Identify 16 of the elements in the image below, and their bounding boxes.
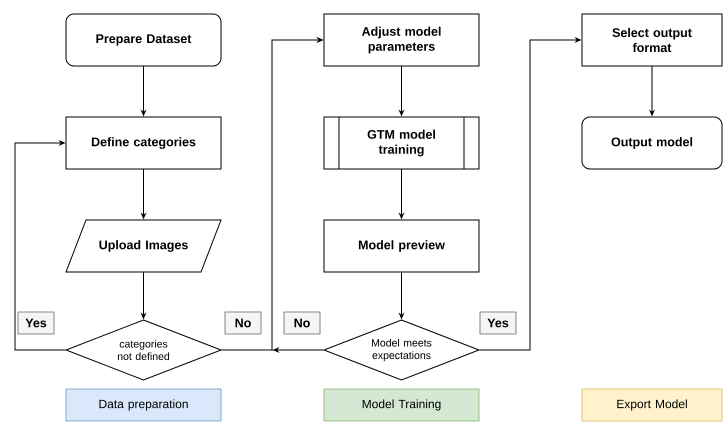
edge-label: No: [224, 312, 262, 334]
edge-label: No: [284, 312, 320, 334]
process-box: Adjust model parameters: [324, 14, 480, 66]
process-box: Model preview: [324, 220, 480, 272]
terminal-box: Prepare Dataset: [66, 14, 222, 66]
process-box: Define categories: [66, 116, 222, 170]
edge-label: Yes: [480, 312, 516, 334]
lane-label: Export Model: [582, 388, 722, 422]
process-box: Select output format: [582, 14, 722, 66]
edge-label: Yes: [18, 312, 54, 334]
lane-label: Model Training: [324, 388, 480, 422]
subprocess-box: GTM model training: [324, 116, 480, 170]
arrow: [14, 140, 66, 350]
lane-label: Data preparation: [66, 388, 222, 422]
arrow: [272, 36, 324, 354]
terminal-box: Output model: [582, 116, 722, 170]
